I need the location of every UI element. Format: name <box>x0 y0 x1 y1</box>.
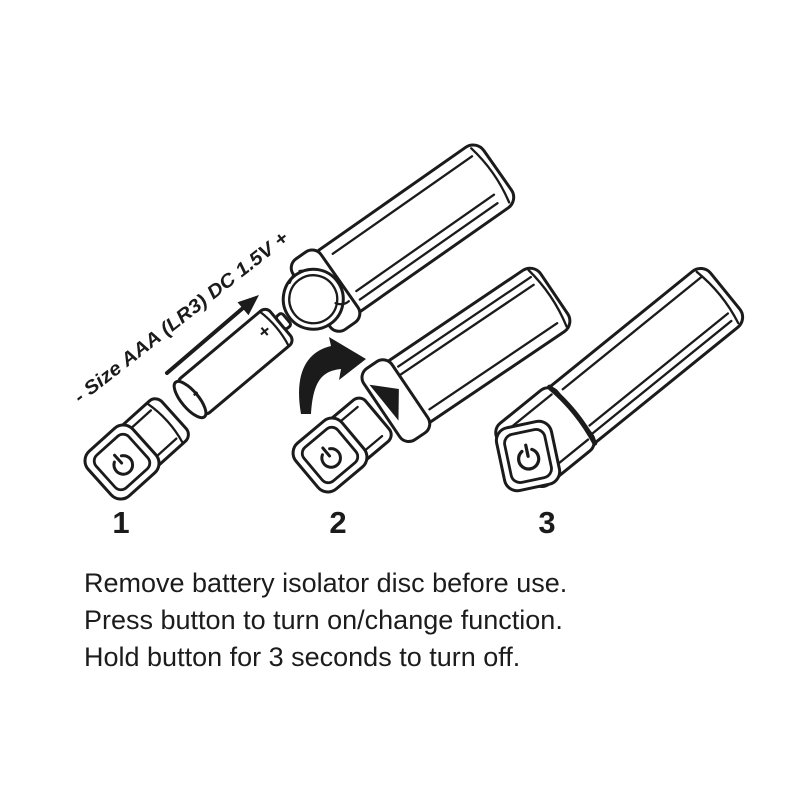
instruction-line-3: Hold button for 3 seconds to turn off. <box>84 642 520 672</box>
insertion-arrow-icon <box>165 295 259 375</box>
step2-group <box>291 266 572 494</box>
instruction-line-2: Press button to turn on/change function. <box>84 605 563 635</box>
step3-group <box>494 266 745 493</box>
device-body <box>360 266 572 444</box>
cap-seam <box>546 384 598 446</box>
cap-face <box>494 419 562 493</box>
step-label-1: 1 <box>112 505 129 540</box>
instruction-text-block: Remove battery isolator disc before use.… <box>84 568 567 672</box>
step-label-2: 2 <box>329 505 346 540</box>
assembled-device <box>494 266 745 493</box>
instruction-line-1: Remove battery isolator disc before use. <box>84 568 567 598</box>
rotate-arrow-icon <box>299 337 366 414</box>
end-cap <box>83 397 190 501</box>
joint-shadow <box>369 384 399 421</box>
step-label-3: 3 <box>538 505 555 540</box>
end-cap-attaching <box>291 396 393 494</box>
step1-group: - Size AAA (LR3) DC 1.5V + <box>70 143 516 501</box>
device-body <box>281 143 516 333</box>
battery: + - <box>172 307 294 420</box>
battery-opening <box>281 267 350 331</box>
